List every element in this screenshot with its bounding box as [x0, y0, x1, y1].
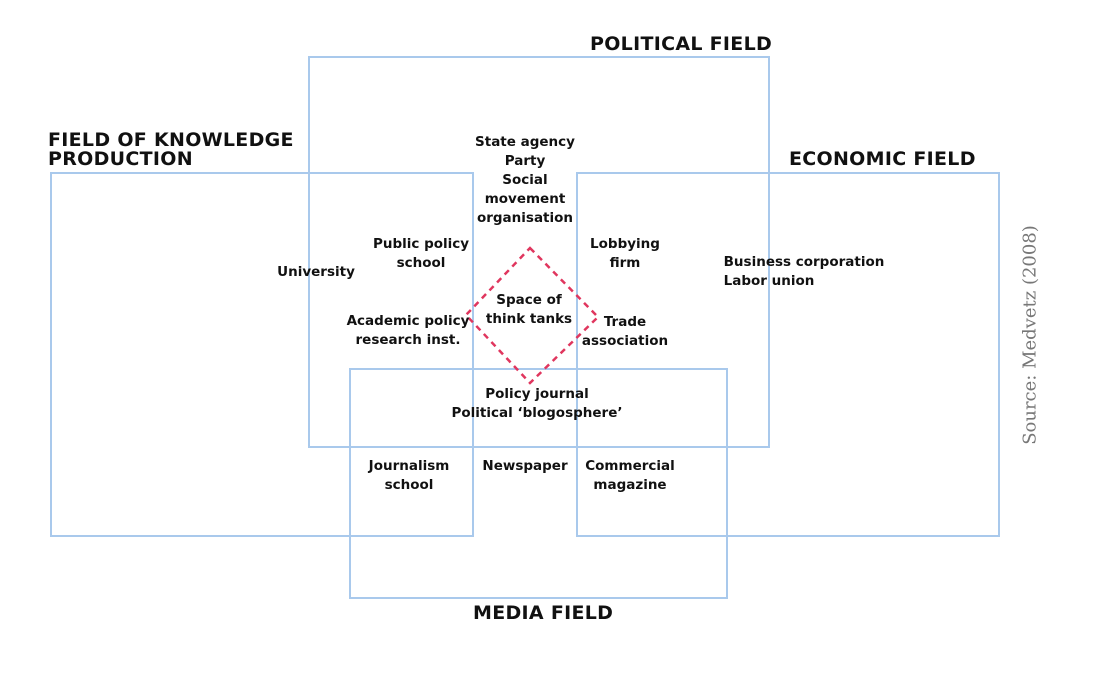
label-journalism-school: Journalism school [368, 458, 450, 493]
label-university: University [277, 264, 355, 280]
label-commercial-magazine: Commercial magazine [585, 458, 675, 493]
label-public-policy-school: Public policy school [372, 236, 470, 271]
economic-field-box [576, 172, 1000, 537]
label-think-tanks: Space of think tanks [485, 292, 573, 327]
label-state-agency: State agency Party Social movement organ… [475, 134, 575, 226]
label-policy-journal: Policy journal Political ‘blogosphere’ [451, 386, 623, 421]
political-field-title: POLITICAL FIELD [590, 33, 773, 55]
knowledge-field-title: FIELD OF KNOWLEDGE PRODUCTION [48, 129, 294, 170]
label-lobbying-firm: Lobbying firm [590, 236, 660, 271]
label-academic-policy: Academic policy research inst. [346, 313, 470, 348]
label-trade-association: Trade association [581, 314, 669, 349]
label-newspaper: Newspaper [482, 458, 568, 474]
political-field-box [308, 56, 770, 448]
knowledge-field-box [50, 172, 474, 537]
economic-field-title: ECONOMIC FIELD [789, 148, 976, 170]
source-citation: Source: Medvetz (2008) [1019, 225, 1041, 445]
media-field-box [349, 368, 728, 599]
label-business-corporation: Business corporation Labor union [723, 254, 885, 289]
media-field-title: MEDIA FIELD [473, 602, 614, 624]
